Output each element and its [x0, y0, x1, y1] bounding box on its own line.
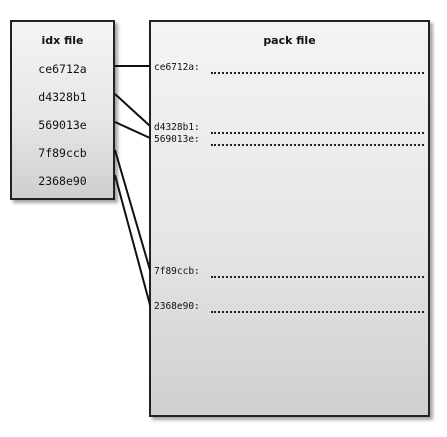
connector-line-4	[114, 149, 151, 271]
idx-entry-4: 7f89ccb	[38, 146, 87, 160]
pack-entry-key-1: ce6712a:	[154, 62, 200, 73]
idx-file-box: idx file ce6712a d4328b1 569013e 7f89ccb…	[10, 20, 115, 200]
pack-file-title: pack file	[263, 34, 316, 47]
connector-line-5	[114, 174, 151, 306]
idx-file-title: idx file	[41, 34, 84, 47]
idx-entry-5: 2368e90	[38, 174, 87, 188]
pack-entry-3: 569013e:	[154, 133, 426, 146]
pack-entry-4: 7f89ccb:	[154, 265, 426, 278]
pack-entry-dots-5	[211, 309, 424, 313]
connector-line-2	[114, 93, 151, 127]
pack-entry-dots-1	[211, 70, 424, 74]
idx-entry-3: 569013e	[38, 118, 87, 132]
pack-entry-key-5: 2368e90:	[154, 301, 200, 312]
pack-entry-key-4: 7f89ccb:	[154, 266, 200, 277]
pack-entry-dots-2	[211, 130, 424, 134]
idx-entry-1: ce6712a	[38, 62, 87, 76]
pack-file-box: pack file ce6712a: d4328b1: 569013e: 7f8…	[149, 20, 430, 417]
pack-entry-5: 2368e90:	[154, 300, 426, 313]
pack-entry-key-3: 569013e:	[154, 134, 200, 145]
connector-line-3	[114, 121, 151, 139]
pack-entry-dots-4	[211, 274, 424, 278]
idx-entry-2: d4328b1	[38, 90, 87, 104]
pack-entry-key-2: d4328b1:	[154, 122, 200, 133]
pack-entry-1: ce6712a:	[154, 61, 426, 74]
pack-entry-dots-3	[211, 142, 424, 146]
pack-entry-2: d4328b1:	[154, 121, 426, 134]
